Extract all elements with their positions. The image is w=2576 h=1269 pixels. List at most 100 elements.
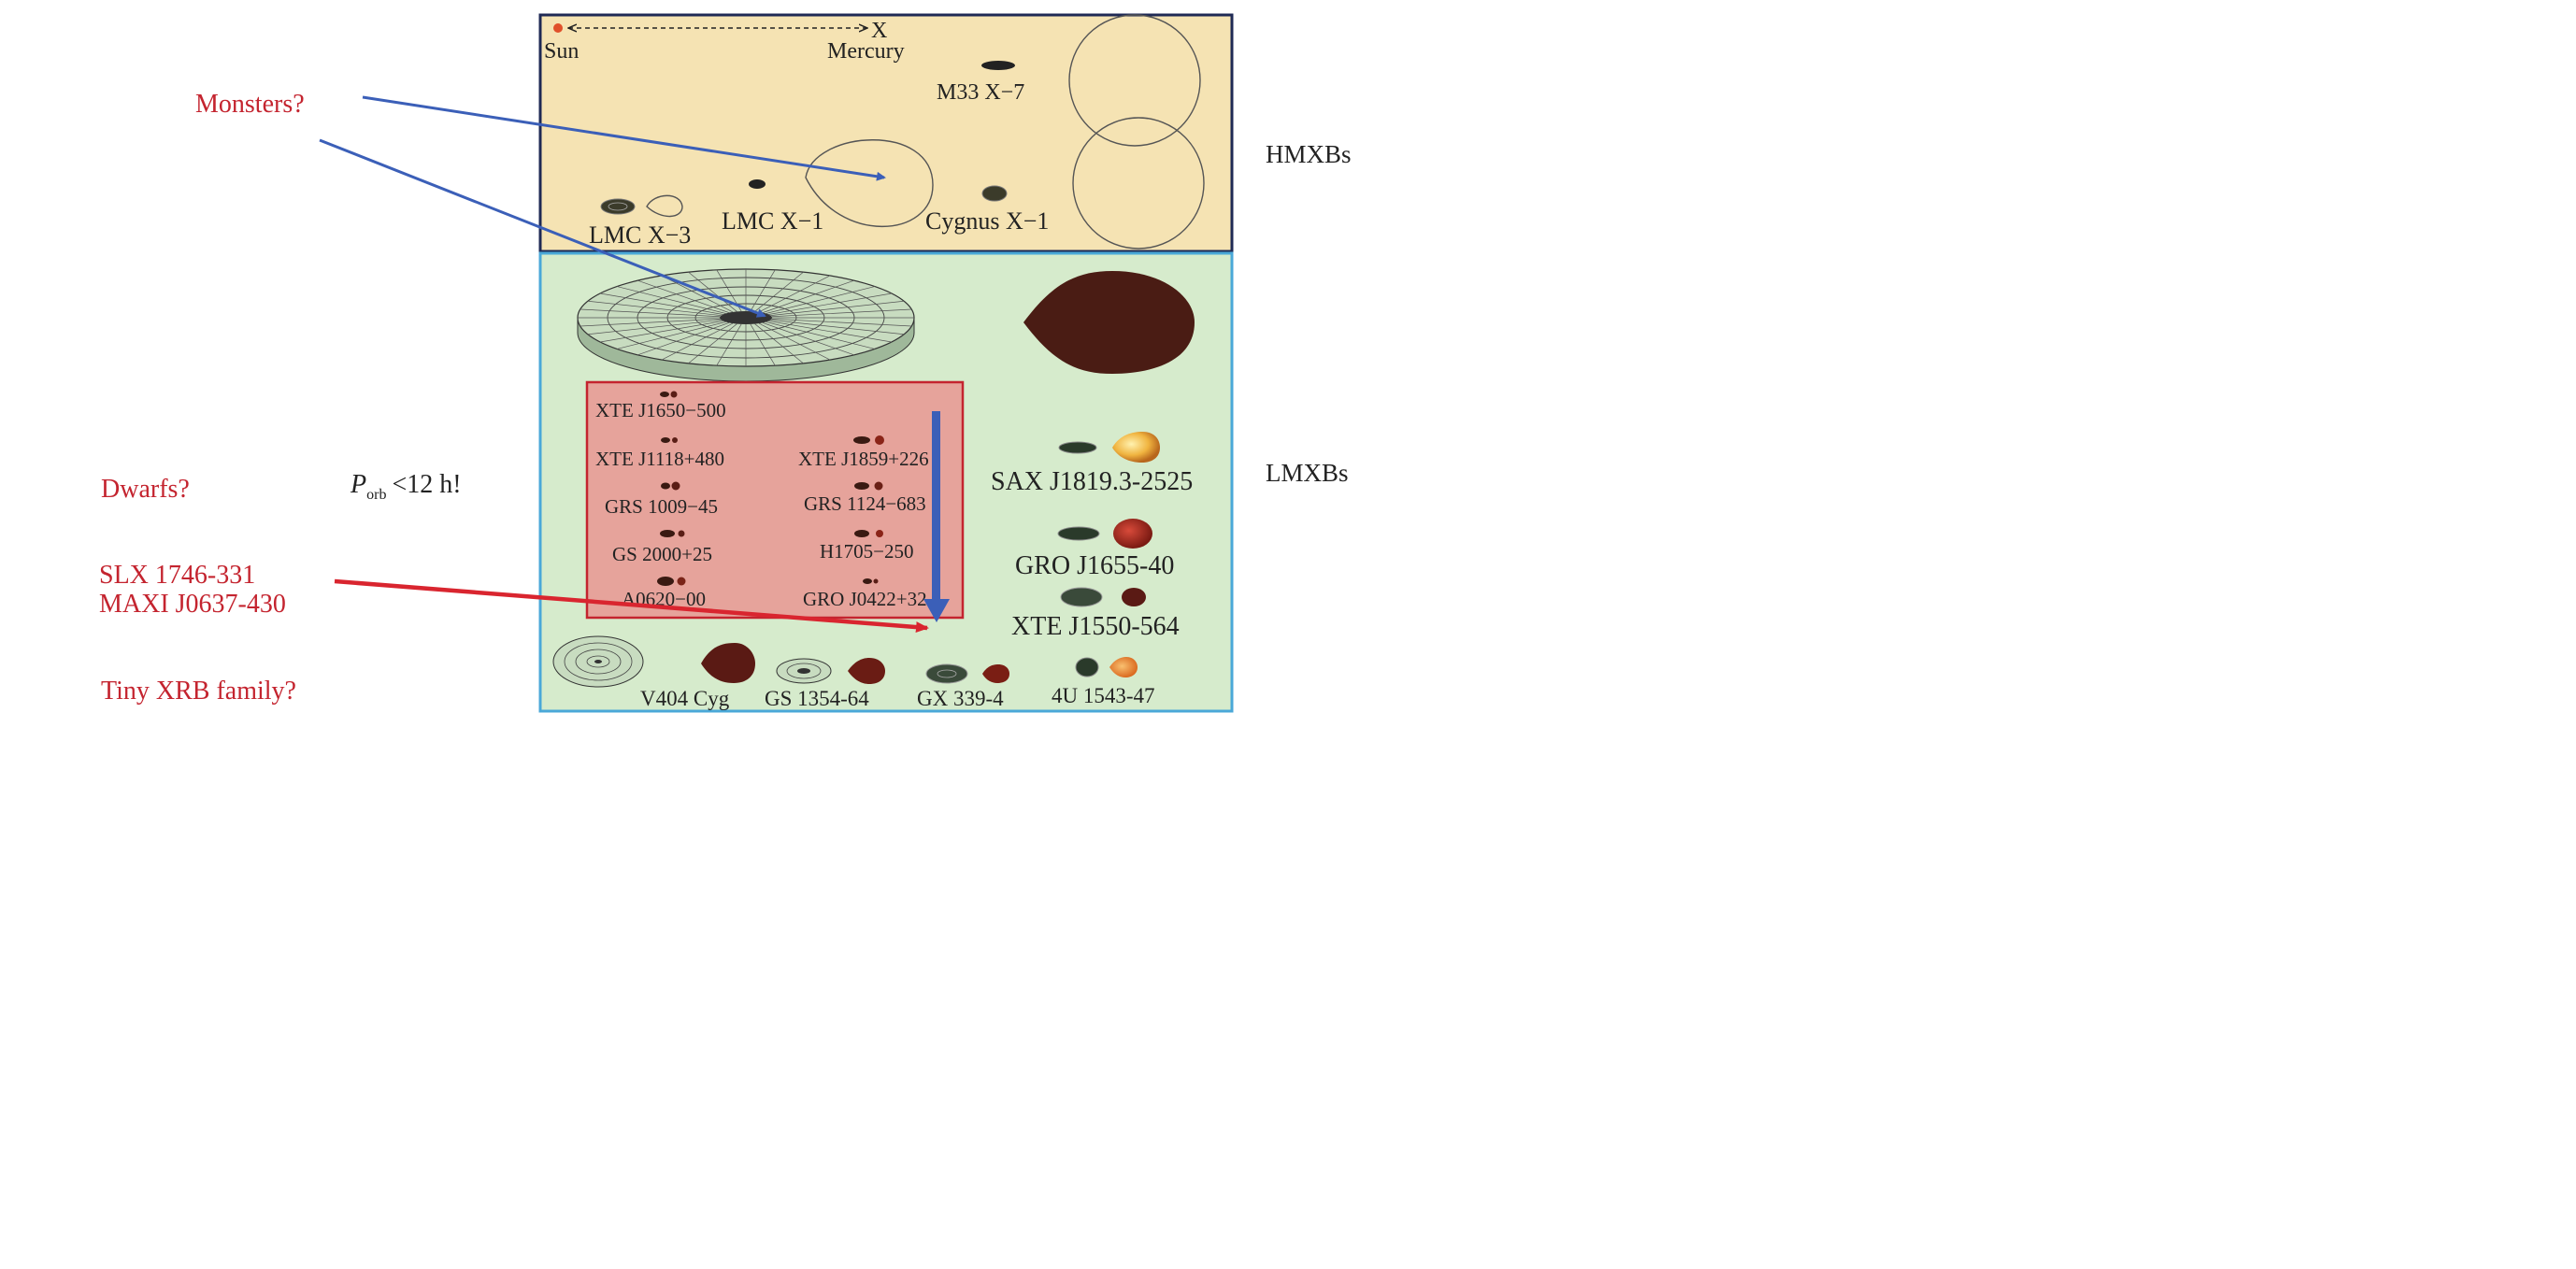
slx1746-label: SLX 1746-331 <box>99 561 255 590</box>
porb-subscript: orb <box>366 487 386 503</box>
gx339-star-icon <box>982 664 1009 683</box>
gro1655-disk-icon <box>1057 526 1100 541</box>
u1543-disk-icon <box>1075 657 1099 677</box>
gx339-disk-icon <box>925 663 968 684</box>
gs2000-label: GS 2000+25 <box>612 543 712 565</box>
gs1354-label: GS 1354-64 <box>765 687 869 710</box>
gx339-label: GX 339-4 <box>917 687 1004 710</box>
a0620-star-icon <box>677 577 686 586</box>
disk-spoke <box>770 300 905 316</box>
h1705-label: H1705−250 <box>820 540 914 563</box>
disk-spoke <box>771 308 912 318</box>
disk-spoke <box>768 321 892 343</box>
lmcx1-companion-icon <box>805 139 934 228</box>
disk-spoke <box>766 321 875 349</box>
xte1859-label: XTE J1859+226 <box>798 448 929 470</box>
candidates-red-arrow <box>334 578 929 634</box>
short-period-left-column: XTE J1650−500 XTE J1118+480 GRS 1009−45 … <box>595 391 726 610</box>
gs2000-disk-icon <box>660 530 675 537</box>
porb-label: Porb <12 h! <box>350 470 462 503</box>
lmxbs-label: LMXBs <box>1266 459 1349 487</box>
porb-symbol: P <box>350 470 366 499</box>
h1705-star-icon <box>876 530 883 537</box>
a0620-disk-icon <box>657 577 674 586</box>
xte1118-label: XTE J1118+480 <box>595 448 724 470</box>
disk-spoke <box>637 279 730 313</box>
sun-icon <box>553 23 563 33</box>
grs1009-star-icon <box>671 481 680 491</box>
large-companion-star-icon <box>1023 271 1195 374</box>
disk-spoke <box>716 323 742 366</box>
tiny-xrb-family-label: Tiny XRB family? <box>101 677 296 706</box>
u1543-star-icon <box>1109 657 1138 677</box>
xte1859-star-icon <box>875 435 884 445</box>
lmcx1-disk-icon <box>749 179 766 189</box>
m33x7-disk-icon <box>981 61 1015 70</box>
disk-spoke <box>771 318 912 327</box>
lmcx3-companion-icon <box>646 194 683 218</box>
short-period-down-arrow <box>923 411 950 622</box>
xte1550-disk-icon <box>1060 587 1103 607</box>
xte1650-label: XTE J1650−500 <box>595 399 726 421</box>
disk-spoke <box>768 292 892 315</box>
disk-spoke <box>750 269 776 312</box>
gs2000-star-icon <box>678 530 685 537</box>
gro1655-label: GRO J1655-40 <box>1015 551 1174 580</box>
xte1550-label: XTE J1550-564 <box>1011 612 1180 641</box>
disk-spoke <box>617 321 726 349</box>
v404-star-icon <box>701 643 755 683</box>
grs1124-label: GRS 1124−683 <box>804 492 926 515</box>
lmcx3-disk-hatch-icon <box>608 202 628 211</box>
lmcx1-label: LMC X−1 <box>722 207 823 235</box>
disk-spoke <box>617 286 726 314</box>
dwarfs-label: Dwarfs? <box>101 475 190 504</box>
disk-spoke <box>600 292 723 315</box>
disk-spoke <box>766 286 875 314</box>
cygx1-disk-icon <box>981 185 1008 202</box>
x-mark-label: X <box>871 19 887 43</box>
xte1550-star-icon <box>1122 588 1146 606</box>
gro0422-star-icon <box>873 578 879 584</box>
xte1650-star-icon <box>670 391 678 398</box>
monsters-arrow-to-disk <box>319 138 766 318</box>
maxi0637-label: MAXI J0637-430 <box>99 590 286 619</box>
gro0422-disk-icon <box>863 578 872 584</box>
disk-spoke <box>587 300 722 316</box>
disk-spoke <box>750 323 776 366</box>
porb-condition: <12 h! <box>392 470 461 499</box>
xte1118-disk-icon <box>661 437 670 443</box>
monsters-arrow-to-lmcx1 <box>362 95 886 181</box>
disk-spoke <box>758 275 831 313</box>
v404-disk-icon <box>552 635 644 688</box>
disk-spoke <box>580 318 721 327</box>
disk-spoke <box>762 322 854 356</box>
short-period-right-column: XTE J1859+226 GRS 1124−683 H1705−250 GRO… <box>798 435 929 610</box>
short-period-box <box>585 380 965 620</box>
disk-spoke <box>762 279 854 313</box>
disk-spoke <box>688 271 737 312</box>
disk-spoke <box>754 323 804 364</box>
xte1859-disk-icon <box>853 436 870 444</box>
sax1819-star-icon <box>1112 432 1160 463</box>
disk-spoke <box>758 322 831 361</box>
disk-spoke <box>600 321 723 343</box>
gs1354-disk-icon <box>776 658 832 684</box>
gs1354-star-icon <box>848 658 885 684</box>
xte1650-disk-icon <box>660 392 669 397</box>
lmcx3-label: LMC X−3 <box>589 221 691 249</box>
m33x7-label: M33 X−7 <box>937 80 1024 105</box>
large-accretion-disk-icon <box>577 268 915 382</box>
disk-spoke <box>637 322 730 356</box>
monsters-label: Monsters? <box>195 90 305 119</box>
disk-spoke <box>754 271 804 312</box>
m33x7-companion-icon <box>1068 14 1201 147</box>
h1705-disk-icon <box>854 530 869 537</box>
mercury-label: Mercury <box>827 39 905 64</box>
grs1009-disk-icon <box>661 482 670 490</box>
sax1819-label: SAX J1819.3-2525 <box>991 467 1193 496</box>
cygx1-companion-icon <box>1072 117 1205 250</box>
gro0422-label: GRO J0422+32 <box>803 588 927 610</box>
disk-spoke <box>661 322 734 361</box>
gro1655-star-icon <box>1113 519 1152 549</box>
xrb-diagram: Sun X Mercury M33 X−7 LMC X−3 LMC X−1 Cy… <box>99 13 1352 713</box>
